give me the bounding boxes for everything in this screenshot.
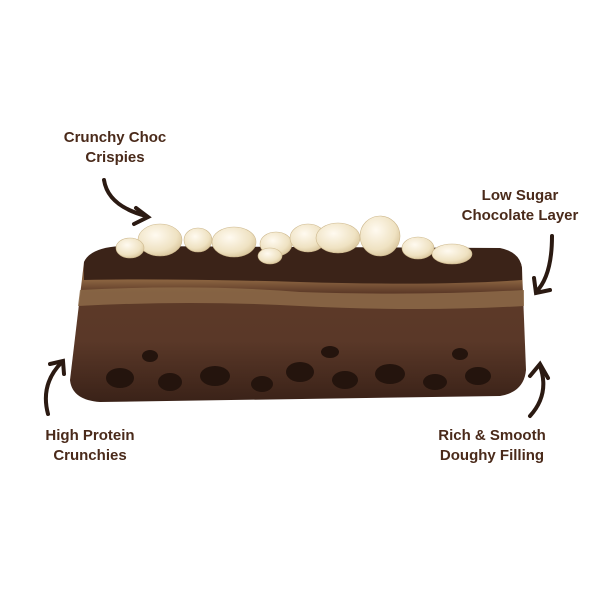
label-line: Rich & Smooth <box>438 427 546 444</box>
label-line: High Protein <box>45 427 135 444</box>
doughy-filling <box>78 287 524 309</box>
label-line: Chocolate Layer <box>461 207 579 224</box>
label-crunchy-choc-crispies: Crunchy Choc Crispies <box>40 128 190 168</box>
label-line: Crispies <box>85 149 145 166</box>
label-line: Doughy Filling <box>439 447 545 464</box>
curved-arrow-icon <box>43 358 66 416</box>
label-line: Crunchy Choc <box>63 129 167 146</box>
label-rich-smooth-doughy-filling: Rich & Smooth Doughy Filling <box>422 426 562 466</box>
protein-crunchies <box>106 346 491 392</box>
curved-arrow-icon <box>528 360 550 418</box>
choc-crispies <box>115 215 473 265</box>
label-low-sugar-chocolate-layer: Low Sugar Chocolate Layer <box>448 186 592 226</box>
curved-arrow-icon <box>102 178 152 226</box>
label-line: Crunchies <box>53 447 127 464</box>
label-line: Low Sugar <box>481 187 559 204</box>
curved-arrow-icon <box>532 234 554 296</box>
protein-bar <box>70 246 526 402</box>
label-high-protein-crunchies: High Protein Crunchies <box>30 426 150 466</box>
